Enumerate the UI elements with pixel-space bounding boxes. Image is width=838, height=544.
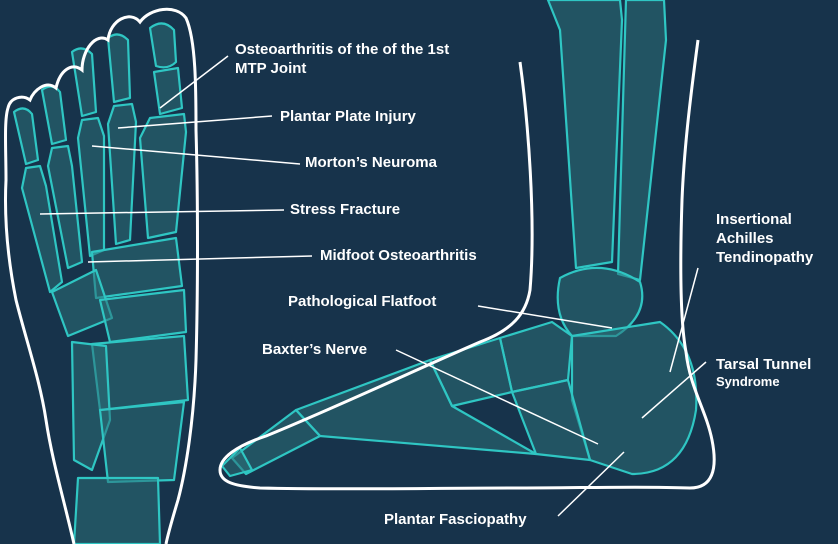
label-midfoot-osteoarthritis: Midfoot Osteoarthritis: [320, 246, 477, 265]
label-pathological-flatfoot: Pathological Flatfoot: [288, 292, 436, 311]
second-metatarsal: [108, 104, 136, 244]
heel-bone-lower: [100, 402, 184, 482]
label-stress-fracture: Stress Fracture: [290, 200, 400, 219]
first-metatarsal: [140, 114, 186, 238]
fifth-toe-phalanges: [14, 108, 38, 164]
second-toe-phalanges: [108, 34, 130, 102]
tibia-bone: [548, 0, 622, 268]
top-view-foot-bones: [14, 23, 188, 544]
label-tarsal-line2: Syndrome: [716, 374, 811, 390]
label-baxters-nerve: Baxter’s Nerve: [262, 340, 367, 359]
label-achilles-line1: Insertional: [716, 210, 813, 229]
third-metatarsal: [78, 118, 104, 256]
label-tarsal-tunnel-syndrome: Tarsal Tunnel Syndrome: [716, 355, 811, 390]
fibula-bone: [618, 0, 666, 280]
label-plantar-fasciopathy: Plantar Fasciopathy: [384, 510, 527, 529]
label-plantar-plate-injury: Plantar Plate Injury: [280, 107, 416, 126]
label-insertional-achilles-tendinopathy: Insertional Achilles Tendinopathy: [716, 210, 813, 267]
leader-plantar-fasciopathy: [558, 452, 624, 516]
cuneiform-bones: [92, 238, 182, 298]
navicular-bone: [100, 290, 186, 342]
label-osteoarthritis-line2: MTP Joint: [235, 59, 449, 78]
label-achilles-line2: Achilles: [716, 229, 813, 248]
label-osteoarthritis-line1: Osteoarthritis of the of the 1st: [235, 40, 449, 59]
label-tarsal-line1: Tarsal Tunnel: [716, 355, 811, 374]
label-osteoarthritis-1st-mtp: Osteoarthritis of the of the 1st MTP Joi…: [235, 40, 449, 78]
big-toe-proximal-phalanx: [154, 68, 182, 114]
big-toe-distal-phalanx: [150, 23, 176, 67]
label-mortons-neuroma: Morton’s Neuroma: [305, 153, 437, 172]
label-achilles-line3: Tendinopathy: [716, 248, 813, 267]
tibia-fibula-top-view: [74, 478, 160, 544]
fourth-toe-phalanges: [42, 86, 66, 144]
